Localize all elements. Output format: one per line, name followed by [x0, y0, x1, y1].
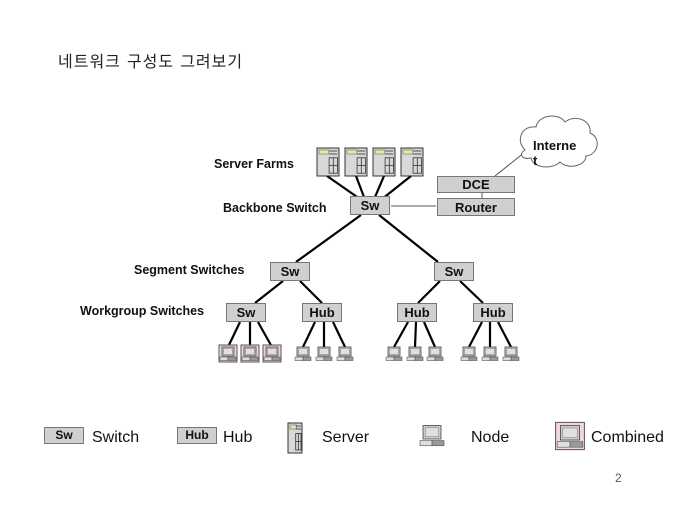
internet-label-line2: t — [533, 153, 538, 168]
legend-switch-label: Switch — [92, 429, 140, 446]
internet-label-line1: Interne — [533, 138, 577, 153]
node-2 — [315, 346, 333, 361]
node-3 — [336, 346, 354, 361]
label-segment-switches: Segment Switches — [134, 263, 245, 277]
combined-node-1 — [218, 344, 238, 363]
slide-title: 네트워크 구성도 그려보기 — [58, 52, 244, 71]
legend-server-label: Server — [322, 429, 370, 446]
page-number: 2 — [615, 471, 622, 485]
node-4 — [385, 346, 403, 361]
workgroup-hub-3[interactable]: Hub — [473, 303, 513, 322]
node-6 — [426, 346, 444, 361]
internet-label: Interne t — [533, 138, 576, 168]
server-3 — [372, 147, 396, 177]
label-server-farms: Server Farms — [214, 157, 294, 171]
label-workgroup-switches: Workgroup Switches — [80, 304, 205, 318]
server-2 — [344, 147, 368, 177]
node-7 — [460, 346, 478, 361]
label-backbone-switch: Backbone Switch — [223, 201, 327, 215]
combined-node-2 — [240, 344, 260, 363]
legend-node-label: Node — [471, 429, 510, 446]
internet-cloud — [519, 115, 598, 168]
server-4 — [400, 147, 424, 177]
backbone-switch[interactable]: Sw — [350, 196, 390, 215]
node-1 — [294, 346, 312, 361]
legend-combined-icon — [555, 421, 585, 451]
legend-node-icon — [419, 425, 445, 447]
workgroup-hub-1[interactable]: Hub — [302, 303, 342, 322]
legend-hub-icon: Hub — [177, 427, 217, 444]
combined-node-3 — [262, 344, 282, 363]
node-9 — [502, 346, 520, 361]
workgroup-hub-2[interactable]: Hub — [397, 303, 437, 322]
server-1 — [316, 147, 340, 177]
router-device[interactable]: Router — [437, 198, 515, 216]
legend-switch-icon: Sw — [44, 427, 84, 444]
link-server1-backbone — [326, 175, 361, 200]
workgroup-switch[interactable]: Sw — [226, 303, 266, 322]
node-5 — [406, 346, 424, 361]
segment-switch-left[interactable]: Sw — [270, 262, 310, 281]
legend-server-icon — [287, 422, 303, 454]
node-8 — [481, 346, 499, 361]
segment-switch-right[interactable]: Sw — [434, 262, 474, 281]
legend-combined-label: Combined — [591, 429, 664, 446]
dce-device[interactable]: DCE — [437, 176, 515, 193]
legend-hub-label: Hub — [223, 429, 253, 446]
